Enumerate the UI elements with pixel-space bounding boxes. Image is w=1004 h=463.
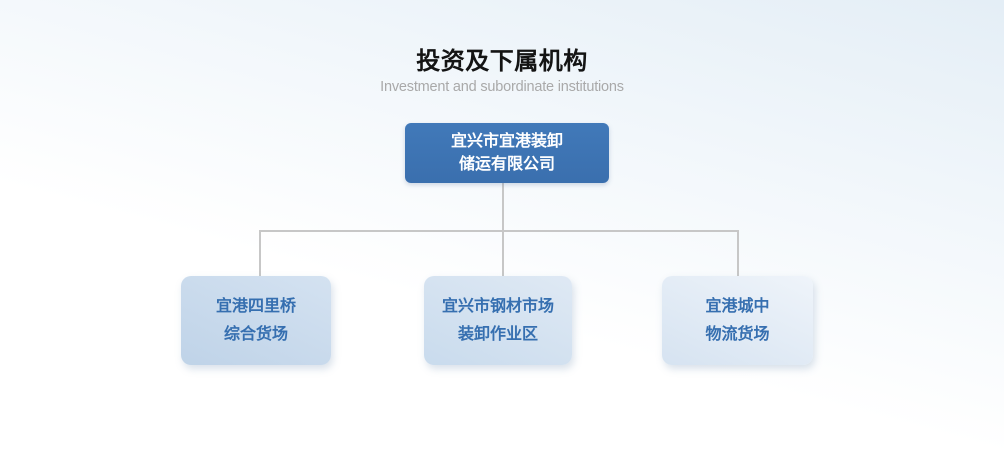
page-title: 投资及下属机构 — [416, 48, 588, 75]
connector-left-vertical — [259, 232, 261, 276]
org-node-child-3-label-line2: 物流货场 — [705, 325, 770, 343]
org-node-root-label-line1: 宜兴市宜港装卸 — [450, 133, 563, 150]
org-node-child-3: 宜港城中 物流货场 — [662, 276, 813, 365]
org-node-child-1-label-line2: 综合货场 — [223, 325, 288, 343]
page-subtitle: Investment and subordinate institutions — [380, 79, 624, 95]
org-node-root-label-line2: 储运有限公司 — [458, 156, 555, 173]
connector-right-vertical — [737, 232, 739, 276]
org-node-child-3-label-line1: 宜港城中 — [705, 297, 770, 315]
connector-root-vertical — [502, 183, 504, 230]
org-node-child-2-label-line1: 宜兴市钢材市场 — [441, 297, 554, 315]
org-node-child-2: 宜兴市钢材市场 装卸作业区 — [424, 276, 572, 365]
org-node-root: 宜兴市宜港装卸 储运有限公司 — [405, 123, 609, 183]
org-node-child-2-label-line2: 装卸作业区 — [457, 325, 538, 343]
connector-middle-vertical — [502, 232, 504, 277]
page-header: 投资及下属机构 Investment and subordinate insti… — [0, 48, 1004, 96]
org-node-child-1-label-line1: 宜港四里桥 — [215, 297, 296, 315]
org-node-child-1: 宜港四里桥 综合货场 — [181, 276, 331, 365]
connector-horizontal-bar — [259, 230, 739, 232]
